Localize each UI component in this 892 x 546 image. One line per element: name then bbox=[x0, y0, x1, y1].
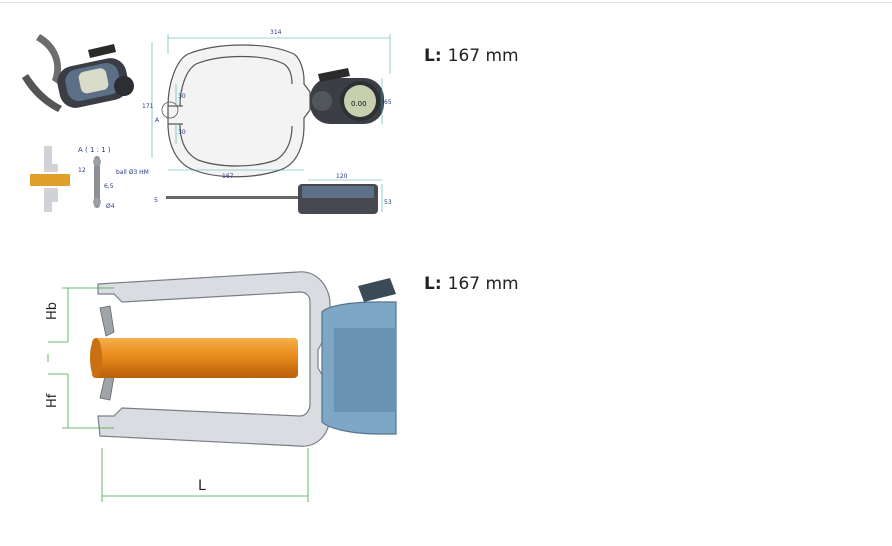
gauge-lever bbox=[358, 278, 396, 302]
spec-value: 167 mm bbox=[447, 46, 519, 66]
detail-ball-label: ball Ø3 HM bbox=[116, 169, 149, 176]
dimension-lines bbox=[47, 287, 309, 502]
label-hb: Hb bbox=[45, 302, 60, 320]
product-row-2: Hb Hf L L:167 mm bbox=[0, 258, 892, 518]
detail-dim-d4: Ø4 bbox=[106, 203, 115, 210]
detail-dim-65: 6,5 bbox=[104, 183, 114, 190]
dim-overall-length: 314 bbox=[270, 29, 282, 36]
technical-drawing: A ( 1 : 1 ) ball Ø3 HM 12 6,5 Ø4 0.00 bbox=[22, 29, 392, 214]
spec-length: L:167 mm bbox=[424, 274, 519, 294]
spec-label: L: bbox=[424, 274, 442, 294]
tube-end bbox=[90, 338, 102, 378]
upper-contact-tip bbox=[99, 305, 115, 337]
dim-gauge-width: 120 bbox=[336, 173, 348, 180]
gauge-face bbox=[334, 328, 396, 412]
gauge-front-view: 0.00 A bbox=[155, 68, 384, 124]
label-hf: Hf bbox=[45, 393, 60, 408]
contact-tip-sketch bbox=[30, 146, 70, 212]
dim-height: 171 bbox=[142, 103, 154, 110]
dim-body-thickness: 53 bbox=[384, 199, 392, 206]
dim-jaw-upper: 30 bbox=[178, 93, 186, 100]
detail-marker: A bbox=[155, 117, 160, 124]
spec-value: 167 mm bbox=[447, 274, 519, 294]
dim-jaw-lower: 30 bbox=[178, 129, 186, 136]
dimension-lines bbox=[151, 34, 391, 212]
spec-length: L:167 mm bbox=[424, 46, 519, 66]
display-reading: 0.00 bbox=[351, 100, 367, 108]
label-l: L bbox=[198, 478, 206, 494]
detail-dim-12: 12 bbox=[78, 167, 86, 174]
dim-gauge-height: 65 bbox=[384, 99, 392, 106]
gauge-3d-view bbox=[22, 34, 134, 112]
detail-a-view: A ( 1 : 1 ) ball Ø3 HM 12 6,5 Ø4 bbox=[78, 146, 149, 210]
spec-label: L: bbox=[424, 46, 442, 66]
detail-a-title: A ( 1 : 1 ) bbox=[78, 146, 111, 154]
caliper-side-view bbox=[166, 184, 378, 214]
caliper-frame bbox=[97, 271, 331, 447]
caliper-outline bbox=[167, 44, 311, 178]
dim-tip-thickness: 5 bbox=[154, 197, 158, 204]
measurement-diagram: Hb Hf L bbox=[45, 271, 397, 502]
tube-workpiece bbox=[92, 338, 298, 378]
product-row-1: A ( 1 : 1 ) ball Ø3 HM 12 6,5 Ø4 0.00 bbox=[0, 14, 892, 240]
top-divider bbox=[0, 2, 892, 3]
dim-reach: 167 bbox=[222, 173, 234, 180]
